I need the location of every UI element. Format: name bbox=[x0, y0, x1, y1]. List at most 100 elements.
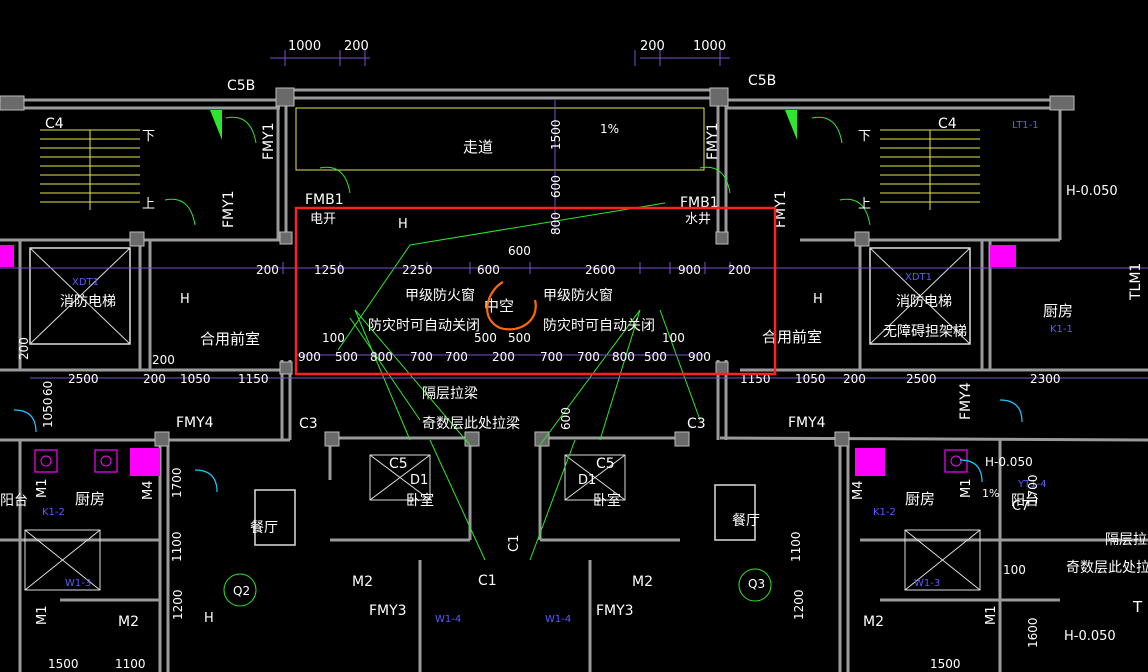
atrium-highlight-box bbox=[294, 206, 777, 376]
label-shared_vest_l: 合用前室 bbox=[200, 330, 260, 348]
column bbox=[0, 95, 25, 111]
label-m2_a: M2 bbox=[352, 574, 373, 590]
label-down_right: 下 bbox=[858, 129, 871, 144]
label-dim_200_l: 200 bbox=[152, 353, 175, 367]
dim-left_200: 200 bbox=[344, 39, 369, 54]
label-dim_2500_r: 2500 bbox=[906, 372, 937, 386]
fixture-cross bbox=[24, 529, 101, 591]
label-up_right: 上 bbox=[858, 197, 871, 212]
label-m1_low_l: M1 bbox=[35, 606, 50, 626]
label-dim_600v: 600 bbox=[549, 175, 563, 198]
dim-row2: 500 bbox=[335, 350, 358, 364]
label-dim_1250: 1250 bbox=[314, 263, 345, 277]
dim-row2: 700 bbox=[445, 350, 468, 364]
label-dim_100_l: 100 bbox=[322, 331, 345, 345]
label-dim_1150_b: 1150 bbox=[740, 372, 771, 386]
fixture-fill bbox=[0, 245, 14, 267]
label-fire_window_r: 甲级防火窗 bbox=[543, 287, 613, 304]
fixture-cross bbox=[904, 529, 981, 591]
elevator-cross bbox=[29, 247, 131, 345]
leader-line bbox=[429, 439, 486, 561]
stove-icon bbox=[859, 449, 883, 473]
dim-row2: 700 bbox=[540, 350, 563, 364]
wall-segment bbox=[719, 436, 1148, 442]
circle-mark bbox=[223, 573, 257, 607]
door-swing bbox=[225, 116, 257, 144]
dining-table bbox=[714, 484, 756, 541]
label-dim_1050_a: 1050 bbox=[180, 372, 211, 386]
circle-mark bbox=[738, 568, 772, 602]
label-w13_l: W1-3 bbox=[65, 578, 91, 589]
label-dim_2300: 2300 bbox=[1030, 372, 1061, 386]
label-c3_l: C3 bbox=[299, 416, 318, 432]
column bbox=[279, 231, 293, 245]
label-auto_close_l: 防灾时可自动关闭 bbox=[368, 317, 480, 334]
label-dim_2500_l: 2500 bbox=[68, 372, 99, 386]
dim-row2: 700 bbox=[410, 350, 433, 364]
label-m2_c: M2 bbox=[118, 614, 139, 630]
door-swing bbox=[699, 166, 731, 194]
label-dim_600_low: 600 bbox=[559, 407, 573, 430]
dim-left_1000: 1000 bbox=[288, 39, 321, 54]
label-bedroom_l: 卧室 bbox=[406, 492, 434, 509]
label-atrium: 中空 bbox=[484, 297, 514, 315]
label-bedroom_r: 卧室 bbox=[593, 492, 621, 509]
door-swing bbox=[319, 166, 351, 194]
label-c4_right: C4 bbox=[938, 116, 957, 132]
label-fmy1_a: FMY1 bbox=[261, 122, 277, 160]
dining-table bbox=[254, 489, 296, 546]
stove-burner bbox=[100, 455, 112, 467]
door-swing bbox=[811, 116, 843, 144]
label-q2: Q2 bbox=[233, 584, 250, 598]
dim-row2: 800 bbox=[370, 350, 393, 364]
label-h_bot: H bbox=[204, 611, 214, 626]
label-fmy4_l: FMY4 bbox=[176, 415, 214, 431]
door-arc bbox=[959, 459, 983, 483]
label-dim_2600: 2600 bbox=[585, 263, 616, 277]
label-d1_r: D1 bbox=[578, 473, 596, 488]
stove-burner bbox=[40, 455, 52, 467]
column bbox=[715, 361, 729, 375]
label-w13_r: W1-3 bbox=[914, 578, 940, 589]
label-dim_60: 60 bbox=[41, 381, 55, 396]
label-dim_1200_l: 1200 bbox=[171, 589, 185, 620]
column bbox=[854, 231, 870, 247]
label-dim_200_a: 200 bbox=[143, 372, 166, 386]
label-t_right: T bbox=[1132, 598, 1143, 616]
label-dim_200_r: 200 bbox=[728, 263, 751, 277]
label-c1_r: C1 bbox=[478, 573, 497, 589]
label-dim_200_b: 200 bbox=[843, 372, 866, 386]
column bbox=[534, 431, 550, 447]
label-dim_1500_br: 1500 bbox=[930, 657, 961, 671]
dim-row2: 700 bbox=[577, 350, 600, 364]
label-m1_r: M1 bbox=[959, 479, 974, 499]
label-m1_l: M1 bbox=[35, 479, 50, 499]
label-dim_600_top: 600 bbox=[508, 244, 531, 258]
label-h0050_bot: H-0.050 bbox=[1064, 629, 1116, 644]
leader-line bbox=[349, 317, 421, 421]
label-c5b_right: C5B bbox=[748, 73, 776, 89]
stair-layer bbox=[24, 107, 981, 591]
label-dim_1100_l: 1100 bbox=[170, 531, 184, 562]
label-beam_r: 隔层拉梁 bbox=[1105, 532, 1148, 548]
label-corridor: 走道 bbox=[463, 138, 493, 156]
label-slope: 1% bbox=[600, 122, 619, 136]
label-dim_1100_bl: 1100 bbox=[115, 657, 146, 671]
fixture-box bbox=[904, 529, 981, 591]
stove-icon bbox=[94, 449, 118, 473]
label-dim_1500: 1500 bbox=[549, 119, 563, 150]
column bbox=[834, 431, 850, 447]
label-shared_vest_r: 合用前室 bbox=[762, 328, 822, 346]
label-dim_1500_bl: 1500 bbox=[48, 657, 79, 671]
label-c5b_left: C5B bbox=[227, 78, 255, 94]
label-m1_low_r: M1 bbox=[984, 606, 999, 626]
label-c3_r: C3 bbox=[687, 416, 706, 432]
label-dim_1700_r: 1700 bbox=[1026, 474, 1040, 505]
label-k12_r: K1-2 bbox=[873, 507, 896, 518]
label-c1_l: C1 bbox=[507, 535, 522, 552]
label-h_left: H bbox=[180, 292, 190, 307]
label-fmy3_l: FMY3 bbox=[369, 603, 407, 619]
label-yt14: YT1-4 bbox=[1017, 479, 1047, 490]
label-balcony_r: 阳台 bbox=[1011, 493, 1039, 509]
leader-line bbox=[529, 439, 576, 561]
